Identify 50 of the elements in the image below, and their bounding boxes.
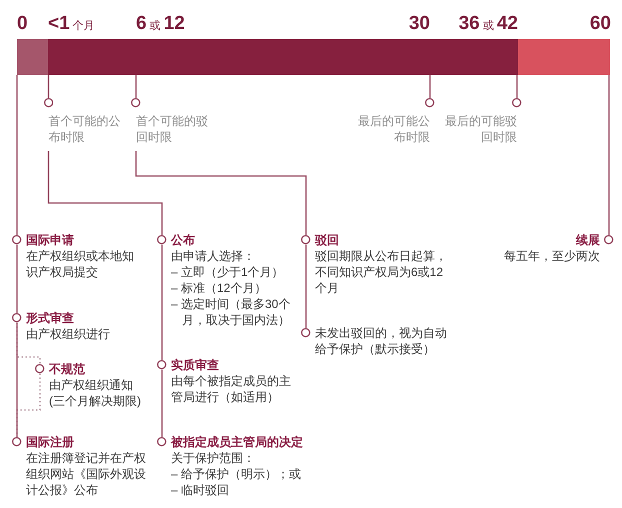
milestone-label: 最后的可能公布时限: [357, 112, 430, 145]
event-title: 实质审查: [170, 357, 220, 373]
event-description: 在产权组织或本地知识产权局提交: [26, 248, 135, 280]
milestone-label: 最后的可能驳回时限: [444, 112, 517, 145]
month-label: 6 或 12: [136, 12, 185, 36]
milestone-label: 首个可能的公布时限: [48, 112, 122, 145]
connector-line: [135, 150, 307, 236]
event-description: 关于保护范围：: [170, 450, 256, 466]
event-description: 由每个被指定成员的主管局进行（如适用）: [170, 373, 292, 405]
list-item: – 选定时间（最多30个月，取决于国内法）: [170, 296, 292, 328]
event-title: 不规范: [48, 361, 86, 377]
connector-line: [161, 244, 163, 360]
connector-line: [16, 244, 18, 314]
event-description: 在注册簿登记并在产权组织网站《国际外观设计公报》公布: [26, 450, 147, 498]
list-item: – 给予保护（明示）；或: [170, 466, 302, 482]
connector-line: [305, 244, 307, 328]
month-label: 30: [408, 12, 430, 36]
connector-line: [429, 75, 431, 98]
list-item: – 标准（12个月）: [170, 280, 268, 296]
connector-line: [135, 75, 137, 98]
connector-line: [16, 322, 18, 438]
milestone-label: 首个可能的驳回时限: [136, 112, 209, 145]
connector-line: [16, 75, 18, 236]
event-description: 每五年，至少两次: [503, 248, 600, 264]
timeline-segment: [48, 39, 518, 75]
event-title: 公布: [170, 232, 196, 248]
connector-line: [48, 75, 50, 98]
timeline-segment: [518, 39, 610, 75]
connector-line: [161, 370, 163, 438]
month-label: <1 个月: [48, 12, 95, 36]
connector-line: [516, 75, 518, 98]
event-title: 被指定成员主管局的决定: [170, 434, 304, 450]
month-label: 60: [590, 12, 611, 36]
event-title: 形式审查: [26, 310, 75, 326]
list-item: – 立即（少于1个月）: [170, 264, 285, 280]
event-title: 国际申请: [26, 232, 75, 248]
event-title: 驳回: [314, 232, 340, 248]
connector-line: [608, 75, 610, 236]
connector-line: [48, 150, 163, 236]
timeline-segment: [16, 39, 48, 75]
event-description: 驳回期限从公布日起算，不同知识产权局为6或12个月: [314, 248, 448, 296]
event-description: 由申请人选择：: [170, 248, 256, 264]
list-item: – 临时驳回: [170, 482, 230, 498]
month-label: 0: [17, 12, 28, 36]
event-description: 未发出驳回的，视为自动给予保护（默示接受）: [314, 325, 448, 357]
event-title: 续展: [574, 232, 600, 248]
event-description: 由产权组织通知(三个月解决期限): [48, 377, 142, 409]
month-label: 36 或 42: [458, 12, 518, 36]
event-description: 由产权组织进行: [26, 326, 111, 342]
event-title: 国际注册: [26, 434, 75, 450]
